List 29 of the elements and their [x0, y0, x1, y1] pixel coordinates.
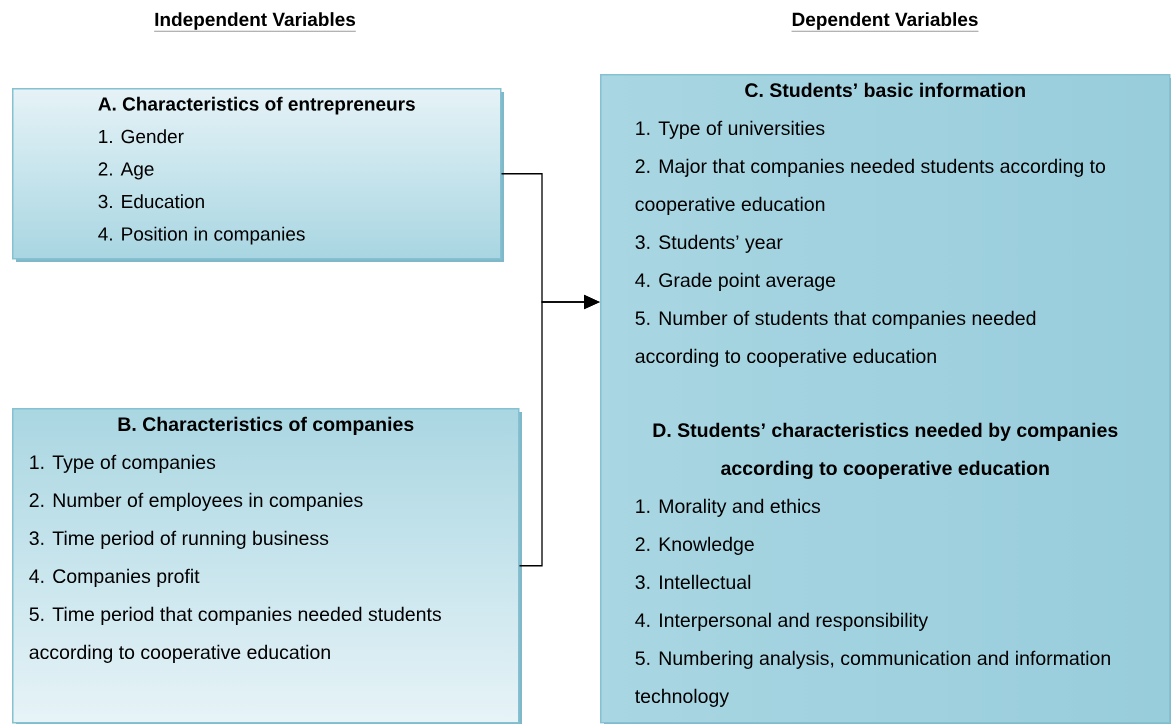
connector-arrow [518, 294, 600, 567]
list-item: 4. Companies profit [29, 568, 200, 587]
list-item: 4. Interpersonal and responsibility [635, 612, 929, 631]
list-item: 4. Position in companies [98, 226, 305, 245]
list-item: 1. Type of companies [30, 454, 216, 473]
box-heading: C. Students’ basic information [745, 82, 1025, 98]
list-item: 3. Intellectual [635, 574, 751, 590]
variable-box [12, 408, 522, 724]
list-item: 2. Knowledge [635, 536, 754, 555]
list-item: 2. Major that companies needed students according to cooperative education [635, 158, 1106, 215]
list-item: 1. Morality and ethics [636, 498, 821, 517]
box-heading: B. Characteristics of companies [118, 416, 414, 435]
box-heading: A. Characteristics of entrepreneurs [98, 96, 415, 115]
list-item: 3. Time period of running business [29, 530, 329, 549]
list-item: 2. Number of employees in companies [29, 492, 363, 511]
list-item: 5. Numbering analysis, communication and information technology [635, 650, 1110, 707]
list-item: 4. Grade point average [635, 272, 836, 291]
list-item: 3. Students’ year [635, 234, 783, 253]
list-item: 3. Education [98, 194, 204, 209]
list-item: 1. Gender [99, 129, 184, 144]
column-heading: Dependent Variables [791, 12, 979, 32]
box-heading: D. Students’ characteristics needed by companies according to cooperative education [653, 422, 1118, 479]
list-item: 1. Type of universities [636, 120, 825, 139]
list-item: 5. Number of students that companies needed according to cooperative education [635, 310, 1036, 367]
list-item: 2. Age [98, 162, 154, 180]
column-heading: Independent Variables [153, 12, 357, 32]
variable-box [600, 74, 1171, 724]
variable-box [12, 88, 504, 262]
list-item: 5. Time period that companies needed students according to cooperative education [29, 606, 441, 663]
